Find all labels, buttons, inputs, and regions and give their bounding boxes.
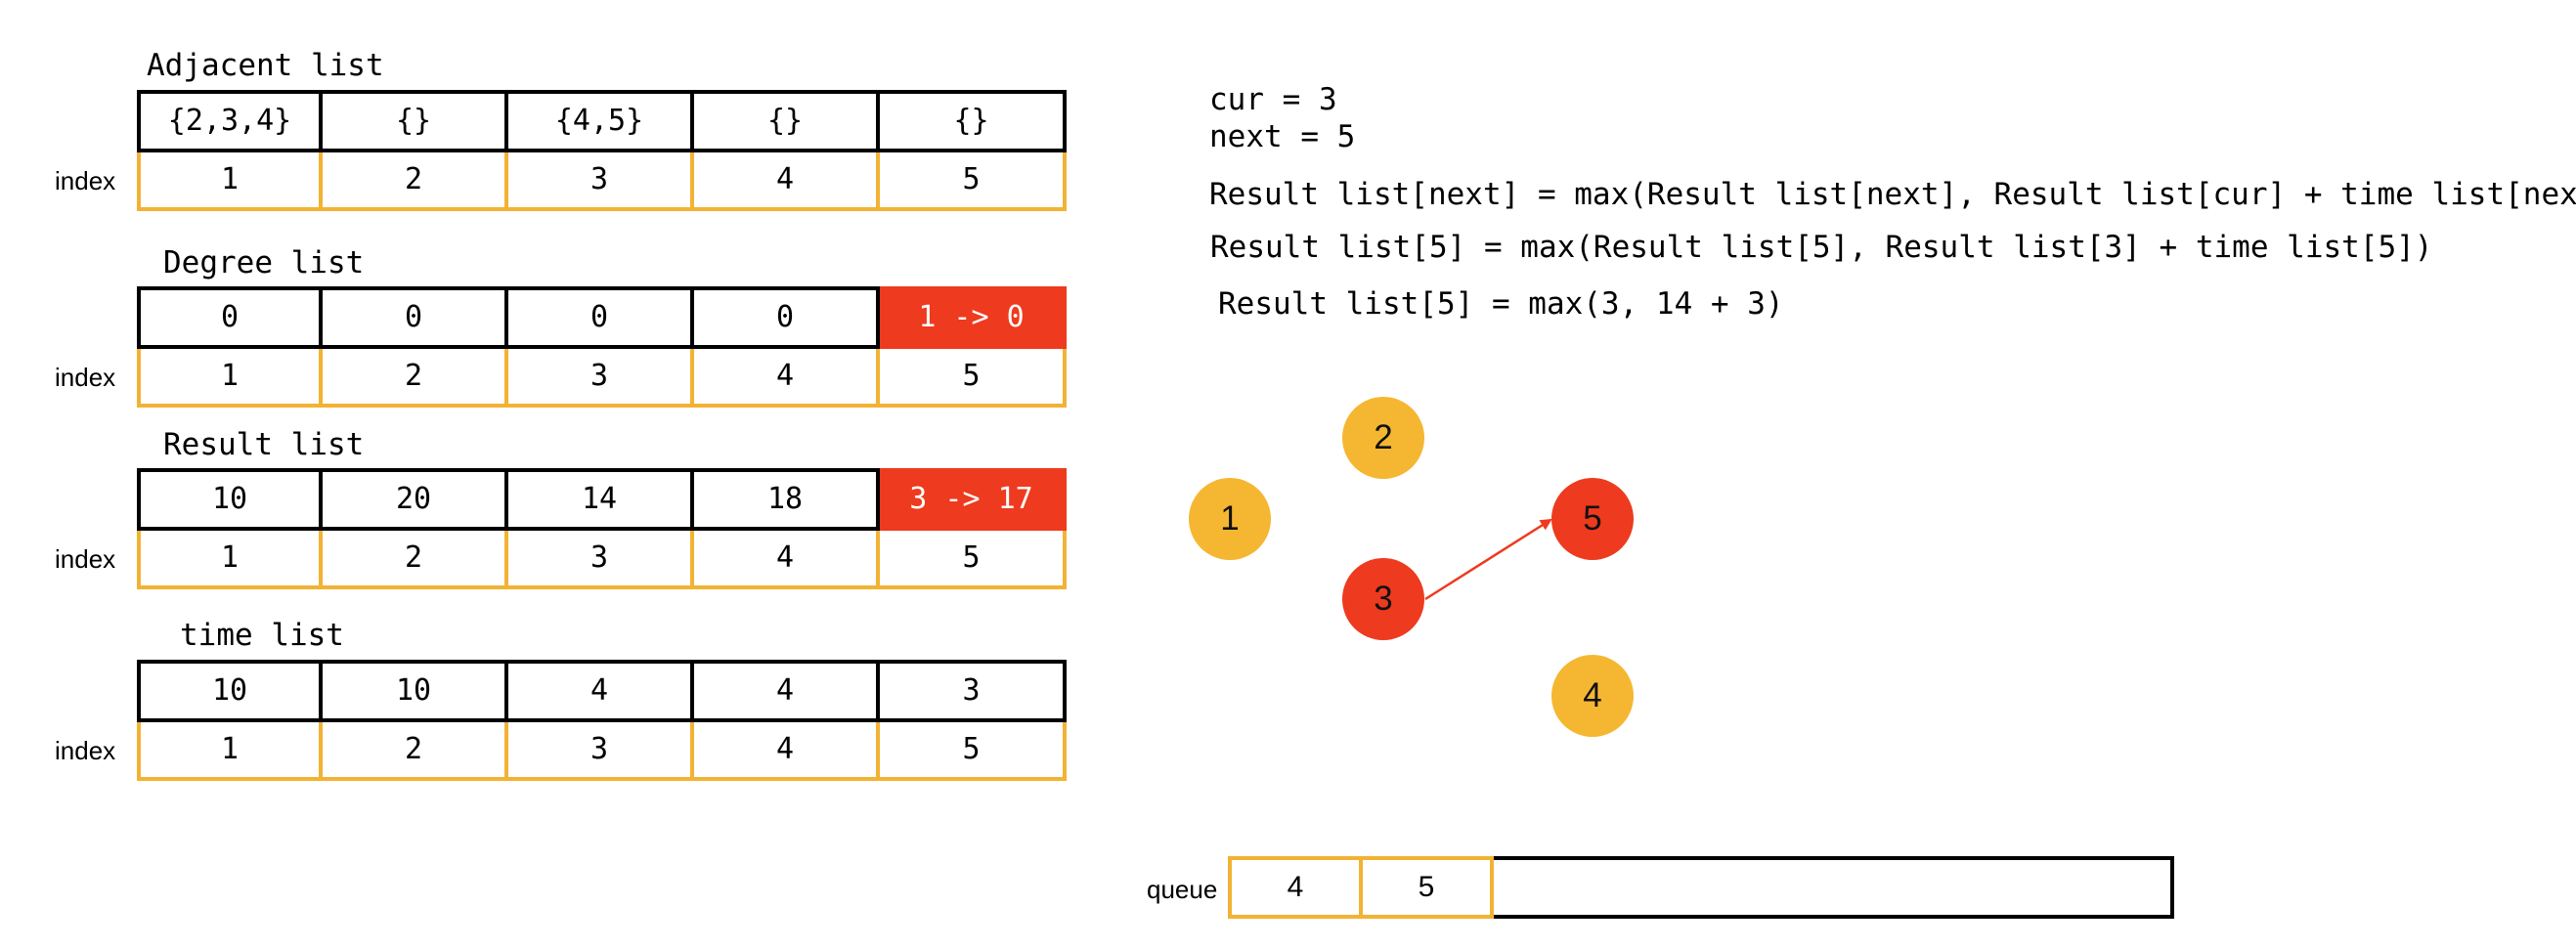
queue-item: 4 bbox=[1228, 856, 1363, 919]
index-cell: 2 bbox=[323, 531, 508, 589]
graph-node-4: 4 bbox=[1551, 655, 1634, 737]
index-cell: 4 bbox=[694, 152, 880, 211]
adjacent-list-cell: {} bbox=[694, 90, 880, 152]
adjacent-list-cell: {} bbox=[880, 90, 1067, 152]
result-list-indices: 1 2 3 4 5 bbox=[137, 531, 1067, 589]
result-list-title: Result list bbox=[163, 427, 365, 462]
index-label: index bbox=[55, 363, 116, 392]
index-cell: 2 bbox=[323, 722, 508, 781]
time-list-cell: 4 bbox=[508, 660, 694, 722]
time-list-cell: 4 bbox=[694, 660, 880, 722]
update-formula-general: Result list[next] = max(Result list[next… bbox=[1209, 177, 2576, 212]
time-list-indices: 1 2 3 4 5 bbox=[137, 722, 1067, 781]
queue-label: queue bbox=[1147, 875, 1218, 904]
result-list-cell: 10 bbox=[137, 468, 323, 531]
time-list-cell: 10 bbox=[137, 660, 323, 722]
degree-list-cell: 0 bbox=[694, 286, 880, 349]
index-cell: 3 bbox=[508, 152, 694, 211]
index-cell: 2 bbox=[323, 349, 508, 408]
index-cell: 3 bbox=[508, 722, 694, 781]
index-cell: 1 bbox=[137, 349, 323, 408]
index-cell: 5 bbox=[880, 722, 1067, 781]
update-formula-substituted: Result list[5] = max(Result list[5], Res… bbox=[1210, 230, 2433, 265]
result-list-values: 10 20 14 18 3 -> 17 bbox=[137, 468, 1067, 531]
index-label: index bbox=[55, 544, 116, 574]
degree-list-cell: 0 bbox=[137, 286, 323, 349]
index-cell: 1 bbox=[137, 531, 323, 589]
time-list-cell: 3 bbox=[880, 660, 1067, 722]
time-list-values: 10 10 4 4 3 bbox=[137, 660, 1067, 722]
degree-list-indices: 1 2 3 4 5 bbox=[137, 349, 1067, 408]
index-label: index bbox=[55, 736, 116, 765]
result-list-cell: 14 bbox=[508, 468, 694, 531]
index-cell: 3 bbox=[508, 531, 694, 589]
adjacent-list-values: {2,3,4} {} {4,5} {} {} bbox=[137, 90, 1067, 152]
index-cell: 5 bbox=[880, 152, 1067, 211]
edge-3-to-5 bbox=[1424, 518, 1552, 601]
index-cell: 4 bbox=[694, 722, 880, 781]
index-cell: 3 bbox=[508, 349, 694, 408]
adjacent-list-cell: {2,3,4} bbox=[137, 90, 323, 152]
index-cell: 5 bbox=[880, 349, 1067, 408]
index-cell: 1 bbox=[137, 722, 323, 781]
result-list-cell: 20 bbox=[323, 468, 508, 531]
index-cell: 4 bbox=[694, 531, 880, 589]
index-cell: 4 bbox=[694, 349, 880, 408]
graph-node-1: 1 bbox=[1189, 478, 1271, 560]
degree-list-cell: 0 bbox=[508, 286, 694, 349]
degree-list-cell: 0 bbox=[323, 286, 508, 349]
time-list-cell: 10 bbox=[323, 660, 508, 722]
cur-variable: cur = 3 bbox=[1209, 82, 1337, 117]
degree-list-values: 0 0 0 0 1 -> 0 bbox=[137, 286, 1067, 349]
result-list-cell: 18 bbox=[694, 468, 880, 531]
graph-node-3: 3 bbox=[1342, 558, 1424, 640]
graph-node-2: 2 bbox=[1342, 397, 1424, 479]
result-list-cell-highlighted: 3 -> 17 bbox=[880, 468, 1067, 531]
time-list-title: time list bbox=[180, 618, 344, 653]
index-cell: 1 bbox=[137, 152, 323, 211]
queue-container: 4 5 bbox=[1228, 856, 2174, 919]
adjacent-list-cell: {} bbox=[323, 90, 508, 152]
update-formula-evaluated: Result list[5] = max(3, 14 + 3) bbox=[1218, 286, 1784, 322]
adjacent-list-indices: 1 2 3 4 5 bbox=[137, 152, 1067, 211]
adjacent-list-cell: {4,5} bbox=[508, 90, 694, 152]
next-variable: next = 5 bbox=[1209, 119, 1356, 154]
queue-item: 5 bbox=[1359, 856, 1494, 919]
graph-node-5: 5 bbox=[1551, 478, 1634, 560]
adjacent-list-title: Adjacent list bbox=[147, 48, 384, 83]
degree-list-title: Degree list bbox=[163, 245, 365, 280]
index-cell: 2 bbox=[323, 152, 508, 211]
degree-list-cell-highlighted: 1 -> 0 bbox=[880, 286, 1067, 349]
index-label: index bbox=[55, 166, 116, 195]
index-cell: 5 bbox=[880, 531, 1067, 589]
